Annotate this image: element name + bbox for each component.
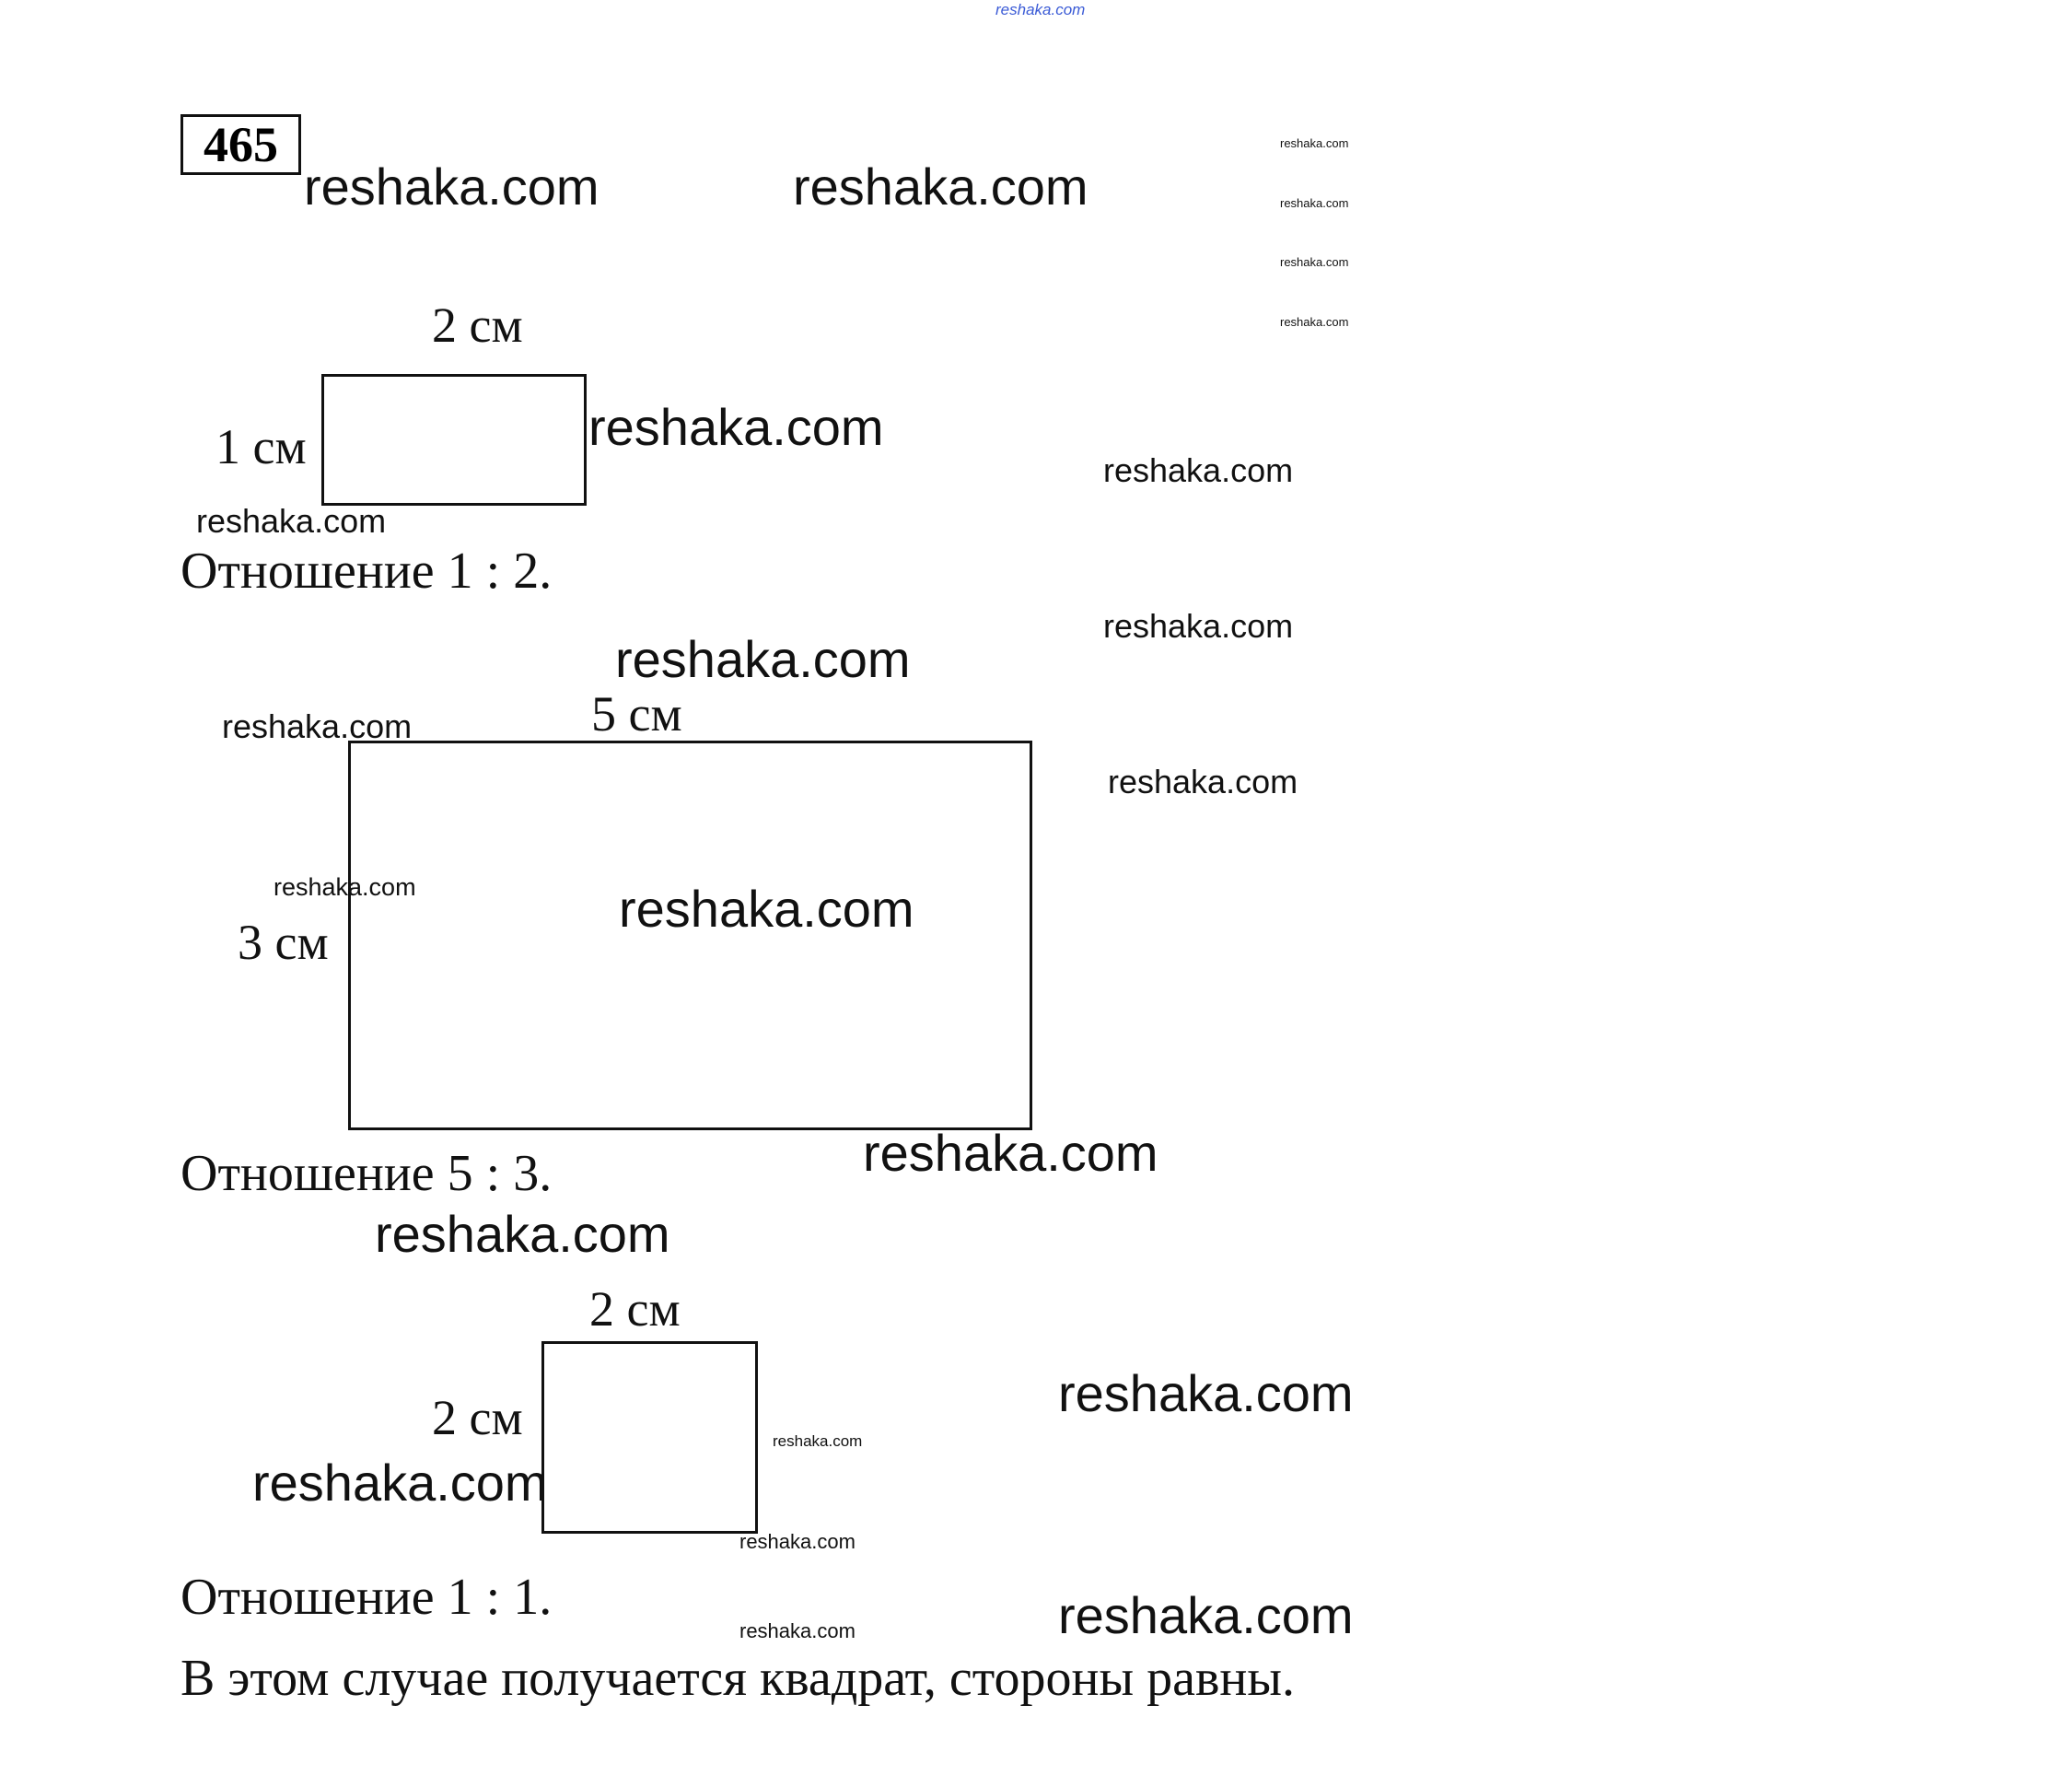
watermark: reshaka.com bbox=[1103, 451, 1294, 489]
figure-2-ratio: Отношение 5 : 3. bbox=[180, 1145, 553, 1202]
watermark: reshaka.com bbox=[739, 1619, 856, 1642]
watermark: reshaka.com bbox=[274, 873, 416, 901]
watermark: reshaka.com bbox=[773, 1432, 863, 1450]
figure-3-height-label: 2 см bbox=[432, 1390, 523, 1445]
watermark: reshaka.com bbox=[1280, 315, 1349, 329]
figure-2-height-label: 3 см bbox=[238, 915, 329, 970]
watermark: reshaka.com bbox=[1108, 763, 1298, 800]
watermark: reshaka.com bbox=[619, 880, 914, 938]
figure-1-rectangle bbox=[321, 374, 587, 506]
watermark: reshaka.com bbox=[1280, 196, 1349, 210]
watermark: reshaka.com bbox=[375, 1205, 670, 1263]
figure-3-width-label: 2 см bbox=[589, 1281, 681, 1337]
watermark: reshaka.com bbox=[615, 630, 911, 688]
watermark: reshaka.com bbox=[1058, 1586, 1354, 1644]
figure-3-ratio: Отношение 1 : 1. bbox=[180, 1569, 553, 1626]
conclusion-text: В этом случае получается квадрат, сторон… bbox=[180, 1650, 1295, 1707]
watermark: reshaka.com bbox=[1280, 136, 1349, 150]
figure-2-width-label: 5 см bbox=[591, 686, 682, 742]
problem-number: 465 bbox=[180, 114, 301, 175]
watermark: reshaka.com bbox=[739, 1530, 856, 1553]
top-watermark: reshaka.com bbox=[995, 1, 1086, 18]
watermark: reshaka.com bbox=[222, 707, 413, 745]
watermark: reshaka.com bbox=[304, 158, 599, 216]
watermark: reshaka.com bbox=[196, 502, 387, 540]
watermark: reshaka.com bbox=[252, 1454, 548, 1512]
watermark: reshaka.com bbox=[1058, 1364, 1354, 1422]
watermark: reshaka.com bbox=[588, 398, 884, 456]
figure-1-width-label: 2 см bbox=[432, 298, 523, 353]
watermark: reshaka.com bbox=[863, 1124, 1158, 1182]
watermark: reshaka.com bbox=[1280, 255, 1349, 269]
figure-1-ratio: Отношение 1 : 2. bbox=[180, 543, 553, 600]
watermark: reshaka.com bbox=[793, 158, 1088, 216]
figure-2-rectangle bbox=[348, 741, 1032, 1130]
figure-1-height-label: 1 см bbox=[215, 419, 307, 474]
watermark: reshaka.com bbox=[1103, 607, 1294, 645]
figure-3-square bbox=[541, 1341, 758, 1534]
